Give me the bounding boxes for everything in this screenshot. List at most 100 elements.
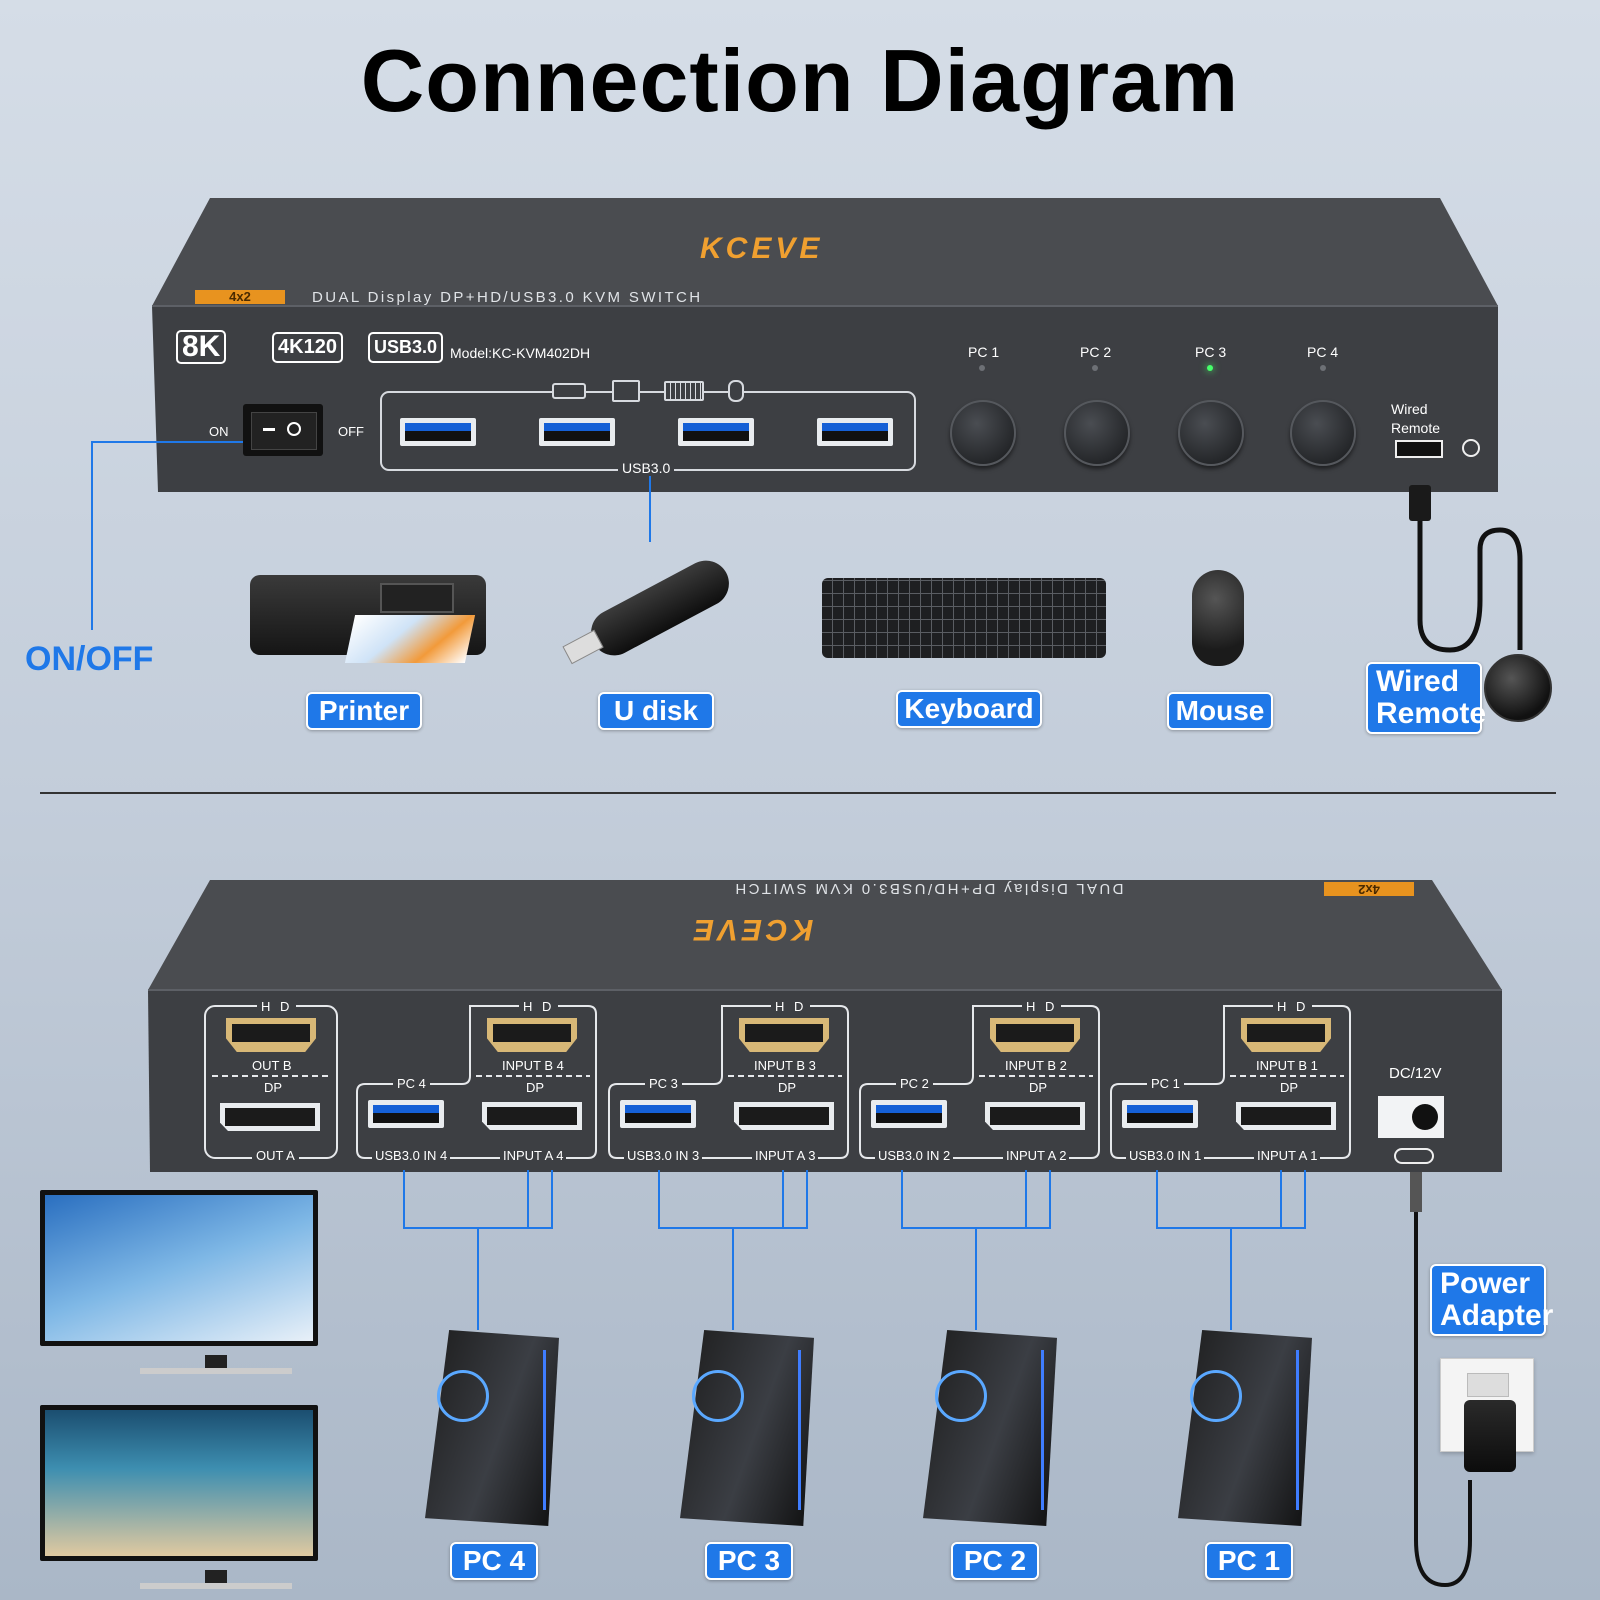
- mouse-icon: [1192, 570, 1244, 666]
- input-b-label: INPUT B 2: [1005, 1058, 1067, 1073]
- page-title: Connection Diagram: [360, 31, 1240, 130]
- front-size-badge: 4x2: [195, 290, 285, 304]
- remote-port[interactable]: [1395, 440, 1443, 458]
- input-dp-label: DP: [1280, 1080, 1299, 1095]
- pc1-button[interactable]: [950, 400, 1016, 466]
- out-hd-label: H D: [257, 999, 297, 1014]
- pc1-led: [979, 365, 985, 371]
- on-off-label: ON/OFF: [25, 640, 154, 678]
- dc-polarity-icon: [1394, 1148, 1434, 1164]
- remote-port-label: Wired Remote: [1391, 401, 1441, 436]
- input-dp-label: DP: [1029, 1080, 1048, 1095]
- printer-label: Printer: [306, 692, 422, 730]
- dc-label: DC/12V: [1389, 1065, 1442, 1082]
- printer-icon: [250, 555, 486, 675]
- pc1-button-label: PC 1: [968, 344, 1000, 360]
- monitor-bottom-icon: [40, 1405, 318, 1589]
- section-divider: [40, 792, 1556, 794]
- input-hd-label: H D: [519, 999, 559, 1014]
- input-group-pc-label: PC 4: [393, 1076, 430, 1091]
- out-a-dp-port[interactable]: [220, 1103, 320, 1131]
- input-group-pc-label: PC 2: [896, 1076, 933, 1091]
- out-dp-label: DP: [264, 1080, 283, 1095]
- mouse-label: Mouse: [1167, 692, 1273, 730]
- front-usb-port-1[interactable]: [400, 418, 476, 446]
- rear-brand-logo: KCEVE: [690, 913, 814, 946]
- model-number: Model:KC-KVM402DH: [450, 345, 591, 361]
- pc4-label: PC 4: [450, 1542, 538, 1580]
- input-group-pc-label: PC 1: [1147, 1076, 1184, 1091]
- input-a-label: INPUT A 1: [1254, 1148, 1321, 1163]
- input-b-label: INPUT B 4: [502, 1058, 564, 1073]
- input-b-hdmi-port[interactable]: [739, 1018, 829, 1052]
- input-hd-label: H D: [1022, 999, 1062, 1014]
- front-usb-port-2[interactable]: [539, 418, 615, 446]
- input-a-label: INPUT A 3: [752, 1148, 819, 1163]
- pc3-tower-icon: [680, 1330, 814, 1526]
- pc2-button-label: PC 2: [1080, 344, 1112, 360]
- usb-in-label: USB3.0 IN 2: [875, 1148, 954, 1163]
- keyboard-small-icon: [664, 381, 704, 401]
- input-dp-label: DP: [778, 1080, 797, 1095]
- usb-in-port[interactable]: [1122, 1100, 1198, 1128]
- usb-drive-small-icon: [552, 383, 586, 399]
- wired-remote-puck-icon: [1484, 654, 1552, 722]
- input-a-dp-port[interactable]: [482, 1102, 582, 1130]
- input-b-hdmi-port[interactable]: [1241, 1018, 1331, 1052]
- input-a-dp-port[interactable]: [985, 1102, 1085, 1130]
- input-a-label: INPUT A 2: [1003, 1148, 1070, 1163]
- input-b-hdmi-port[interactable]: [487, 1018, 577, 1052]
- input-b-hdmi-port[interactable]: [990, 1018, 1080, 1052]
- front-device-body: [91, 198, 1523, 653]
- pc4-led: [1320, 365, 1326, 371]
- power-adapter-icon: [1464, 1400, 1516, 1472]
- usb-in-label: USB3.0 IN 3: [624, 1148, 703, 1163]
- switch-off-label: OFF: [338, 424, 364, 439]
- input-hd-label: H D: [1273, 999, 1313, 1014]
- keyboard-label: Keyboard: [896, 690, 1042, 728]
- input-dp-label: DP: [526, 1080, 545, 1095]
- pc4-button[interactable]: [1290, 400, 1356, 466]
- input-a-label: INPUT A 4: [500, 1148, 567, 1163]
- pc3-button[interactable]: [1178, 400, 1244, 466]
- power-switch[interactable]: [243, 404, 323, 456]
- input-a-dp-port[interactable]: [1236, 1102, 1336, 1130]
- front-usb-port-3[interactable]: [678, 418, 754, 446]
- usb-in-port[interactable]: [620, 1100, 696, 1128]
- rear-product-line: DUAL Display DP+HD/USB3.0 KVM SWITCH: [733, 880, 1124, 897]
- pc2-label: PC 2: [951, 1542, 1039, 1580]
- front-usb-port-4[interactable]: [817, 418, 893, 446]
- out-a-label: OUT A: [252, 1148, 299, 1163]
- input-a-dp-port[interactable]: [734, 1102, 834, 1130]
- monitor-top-icon: [40, 1190, 318, 1374]
- usb-hub-label: USB3.0: [618, 460, 675, 476]
- switch-on-label: ON: [209, 424, 229, 439]
- out-b-label: OUT B: [252, 1058, 292, 1073]
- remote-port-icon: [1462, 439, 1480, 457]
- usb-in-label: USB3.0 IN 1: [1126, 1148, 1205, 1163]
- pc2-led: [1092, 365, 1098, 371]
- pc3-button-label: PC 3: [1195, 344, 1227, 360]
- pc1-label: PC 1: [1205, 1542, 1293, 1580]
- input-hd-label: H D: [771, 999, 811, 1014]
- out-b-hdmi-port[interactable]: [226, 1018, 316, 1052]
- badge-4k120: 4K120: [272, 332, 343, 363]
- dc-power-port[interactable]: [1378, 1096, 1444, 1138]
- usb-in-label: USB3.0 IN 4: [372, 1148, 451, 1163]
- usb-in-port[interactable]: [368, 1100, 444, 1128]
- mouse-small-icon: [728, 380, 744, 402]
- rear-size-badge: 4x2: [1324, 882, 1414, 897]
- pc1-tower-icon: [1178, 1330, 1312, 1526]
- pc4-button-label: PC 4: [1307, 344, 1339, 360]
- pc3-led: [1207, 365, 1213, 371]
- pc4-tower-icon: [425, 1330, 559, 1526]
- pc2-button[interactable]: [1064, 400, 1130, 466]
- u-disk-label: U disk: [598, 692, 714, 730]
- keyboard-icon: [822, 578, 1106, 658]
- input-b-label: INPUT B 3: [754, 1058, 816, 1073]
- printer-small-icon: [612, 380, 640, 402]
- wired-remote-label: Wired Remote: [1366, 662, 1486, 734]
- usb-in-port[interactable]: [871, 1100, 947, 1128]
- front-brand-logo: KCEVE: [700, 232, 824, 265]
- pc2-tower-icon: [923, 1330, 1057, 1526]
